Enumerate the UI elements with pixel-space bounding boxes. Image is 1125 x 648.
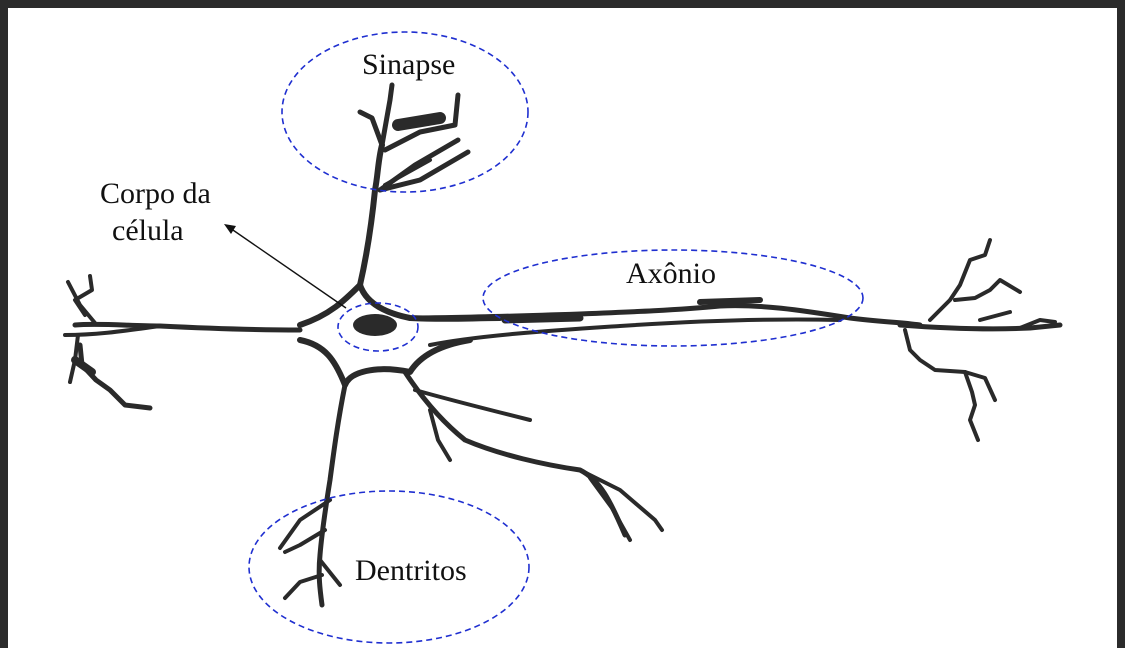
left-dendrites	[65, 276, 300, 408]
cell-body	[300, 285, 500, 385]
lower-dendrites	[280, 372, 662, 605]
pointer-line	[230, 228, 346, 308]
highlight-regions	[249, 32, 863, 643]
synapse-label: Sinapse	[362, 48, 455, 81]
dendrites-label: Dentritos	[355, 554, 467, 587]
cell-body-label-line2: célula	[112, 214, 184, 247]
cell-body-label-line1: Corpo da	[100, 177, 211, 210]
cell-body-pointer	[224, 224, 346, 308]
apical-dendrite	[360, 85, 468, 285]
axon-label: Axônio	[626, 257, 716, 290]
nucleus	[353, 314, 397, 336]
axon-trunk	[410, 300, 920, 345]
neuron-drawing	[65, 85, 1060, 605]
pointer-arrowhead	[224, 224, 236, 234]
axon-terminals	[900, 240, 1060, 440]
